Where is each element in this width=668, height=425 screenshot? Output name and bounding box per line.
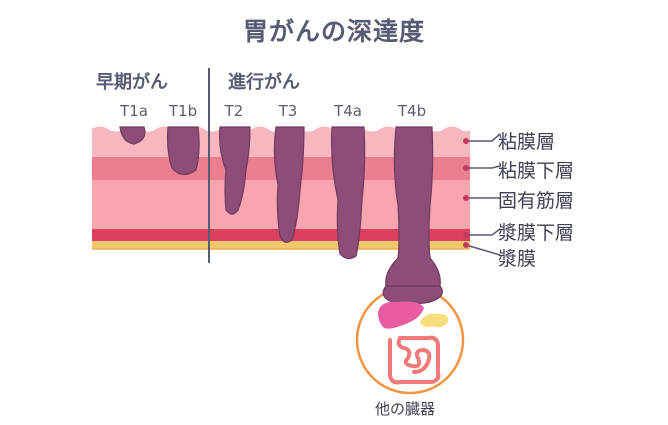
- dot-mucosa: [463, 138, 469, 144]
- stage-label-t3: T3: [278, 102, 298, 120]
- layer-label-muscle: 固有筋層: [498, 190, 575, 212]
- stage-label-t4b: T4b: [397, 102, 427, 120]
- stage-label-t4a: T4a: [334, 102, 362, 120]
- stage-label-t1b: T1b: [168, 102, 198, 120]
- layer-leaders: [465, 133, 501, 256]
- dot-muscle: [463, 195, 469, 201]
- layer-label-serosa: 漿膜: [498, 248, 537, 270]
- tumor-t2: [219, 126, 251, 215]
- layer-label-submucosa: 粘膜下層: [498, 160, 575, 182]
- tumor-t3: [273, 126, 305, 243]
- stage-label-t2: T2: [224, 102, 244, 120]
- stage-label-t1a: T1a: [120, 102, 148, 120]
- liver-icon: [378, 301, 424, 329]
- serosa-layer: [92, 241, 470, 249]
- dot-submucosa: [463, 165, 469, 171]
- layer-label-subserosa: 漿膜下層: [498, 222, 575, 244]
- dot-subserosa: [463, 232, 469, 238]
- tumor-t1b: [166, 126, 200, 176]
- dot-serosa: [463, 242, 469, 248]
- advanced-cancer-label: 進行がん: [228, 72, 300, 93]
- tumor-t4a: [331, 126, 366, 260]
- layer-label-mucosa: 粘膜層: [498, 131, 556, 153]
- pancreas-icon: [420, 313, 449, 328]
- tumor-t4b-invasion: [382, 285, 443, 305]
- intestine-icon: [388, 335, 441, 385]
- layer-dots: [463, 138, 469, 248]
- early-cancer-label: 早期がん: [96, 72, 168, 93]
- page-title: 胃がんの深達度: [242, 17, 425, 46]
- other-organs-label: 他の臓器: [374, 400, 435, 418]
- tumor-t1a: [119, 126, 146, 145]
